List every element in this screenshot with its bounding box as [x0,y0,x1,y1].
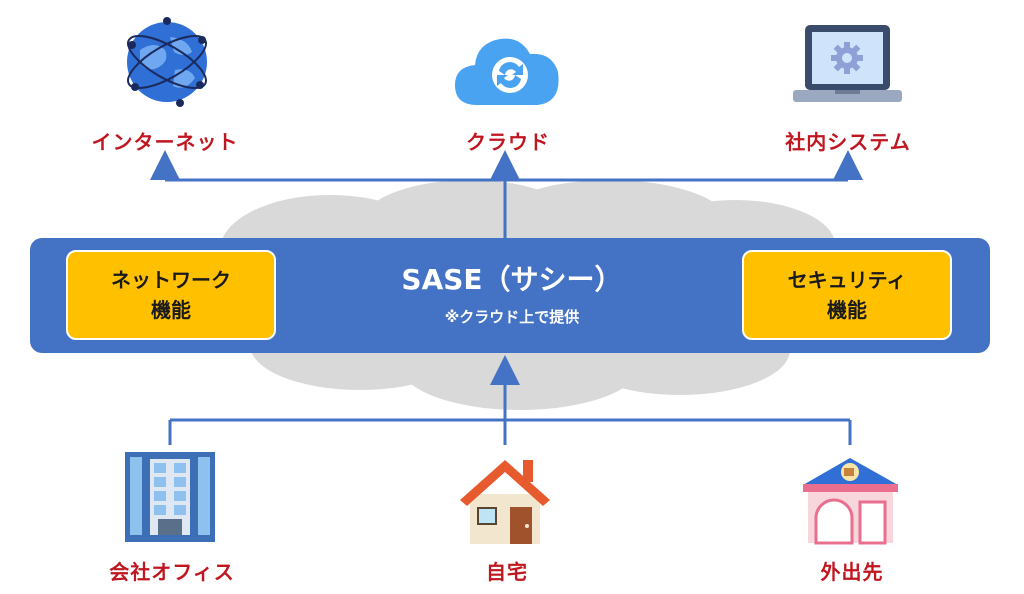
sase-note: ※クラウド上で提供 [444,308,580,326]
security-feature-box: セキュリティ 機能 [742,250,952,340]
laptop-gear-icon [793,25,902,102]
cafe-shop-icon [803,458,898,545]
label-home: 自宅 [486,560,528,584]
security-feature-line1: セキュリティ [787,268,907,292]
network-feature-box: ネットワーク 機能 [66,250,276,340]
label-outside: 外出先 [820,560,884,584]
label-cloud: クラウド [466,130,550,154]
network-feature-line1: ネットワーク [111,268,231,292]
sase-title: SASE（サシー） [401,263,623,296]
security-feature-line2: 機能 [827,298,867,322]
globe-icon [127,17,207,107]
network-feature-line2: 機能 [151,298,191,322]
label-company-office: 会社オフィス [109,560,235,584]
cloud-sync-icon [455,38,559,105]
label-internet: インターネット [91,130,239,154]
label-internal-system: 社内システム [785,130,911,154]
house-icon [460,460,550,544]
office-building-icon [125,452,215,542]
